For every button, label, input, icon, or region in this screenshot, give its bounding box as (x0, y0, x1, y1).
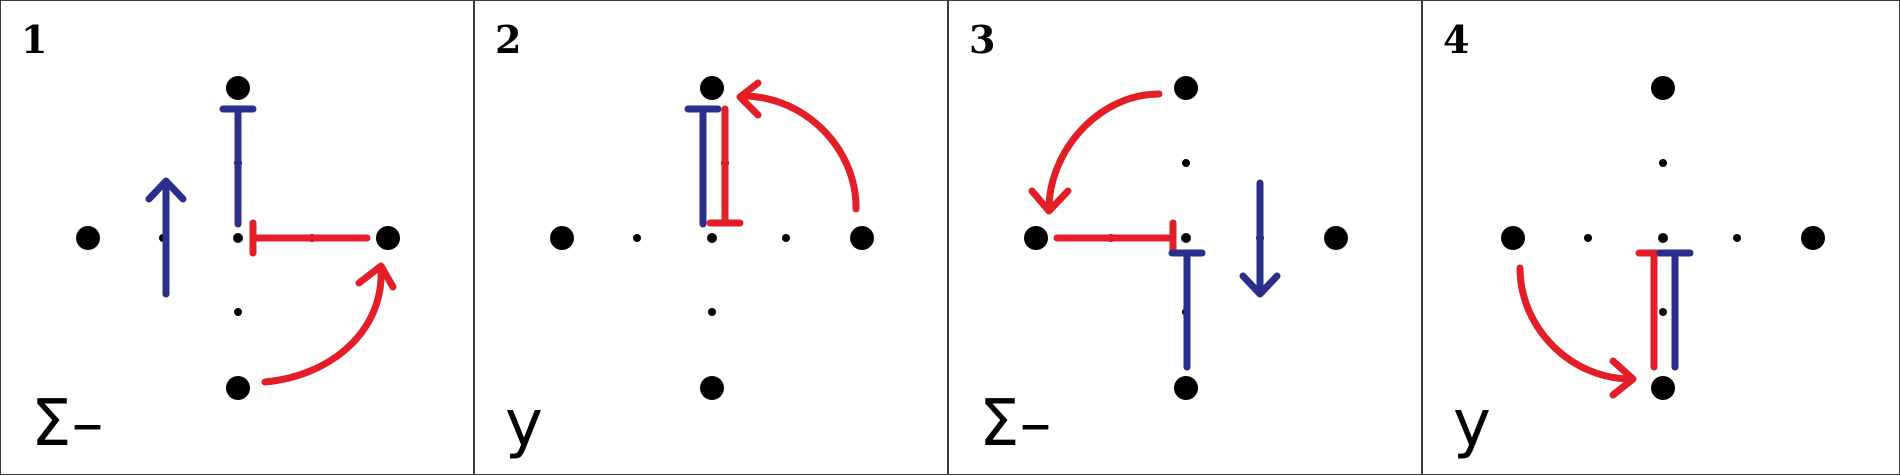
small-dot (233, 233, 243, 243)
lattice-dot (700, 376, 724, 400)
lattice-dot (1801, 226, 1825, 250)
blue-bar (219, 105, 257, 228)
panel-number: 2 (495, 17, 522, 62)
small-dot (707, 233, 717, 243)
lattice-dot (1174, 76, 1198, 100)
small-dot (1658, 233, 1668, 243)
lattice-dot (226, 76, 250, 100)
lattice-dot (1501, 226, 1525, 250)
lattice-dot (376, 226, 400, 250)
lattice-dot (1174, 376, 1198, 400)
panel-number: 4 (1443, 17, 1470, 62)
lattice-dot (1651, 376, 1675, 400)
panel-number: 3 (969, 17, 996, 62)
panel-symbol: y (505, 387, 543, 461)
small-dot (782, 234, 790, 242)
panel-number: 1 (21, 17, 48, 62)
small-dot (234, 308, 242, 316)
red-curved-arrow (736, 79, 860, 213)
lattice-dot (550, 226, 574, 250)
red-bar (1053, 219, 1177, 257)
panel-2-diagram (550, 76, 874, 400)
panel-3-diagram (1024, 76, 1348, 400)
red-bar (249, 219, 371, 257)
lattice-dot (850, 226, 874, 250)
red-bar (706, 105, 744, 227)
blue-arrow-up (145, 177, 187, 298)
small-dot (1584, 234, 1592, 242)
red-curved-arrow (1516, 264, 1637, 399)
lattice-dot (1324, 226, 1348, 250)
blue-bar (684, 105, 722, 228)
lattice-dot (226, 376, 250, 400)
small-dot (708, 308, 716, 316)
panel-symbol: Σ– (31, 387, 104, 461)
lattice-dot (700, 76, 724, 100)
blue-bar (1656, 249, 1694, 371)
panel-4-diagram (1501, 76, 1825, 400)
red-curved-arrow (1028, 90, 1163, 215)
lattice-dot (1651, 76, 1675, 100)
panel-4: 4 y (1422, 0, 1900, 475)
small-dot (1659, 159, 1667, 167)
blue-arrow-down (1239, 179, 1281, 298)
small-dot (1659, 308, 1667, 316)
small-dot (1733, 234, 1741, 242)
panel-symbol: Σ– (979, 387, 1052, 461)
red-curved-arrow (261, 262, 397, 386)
lattice-dot (76, 226, 100, 250)
lattice-dot (1024, 226, 1048, 250)
small-dot (1182, 159, 1190, 167)
panel-3: 3 Σ– (948, 0, 1422, 475)
small-dot (633, 234, 641, 242)
panel-2: 2 y (474, 0, 948, 475)
panel-1-diagram (76, 76, 400, 400)
blue-bar (1168, 249, 1206, 371)
small-dot (1181, 233, 1191, 243)
panel-symbol: y (1453, 387, 1491, 461)
panel-1: 1 Σ– (0, 0, 474, 475)
